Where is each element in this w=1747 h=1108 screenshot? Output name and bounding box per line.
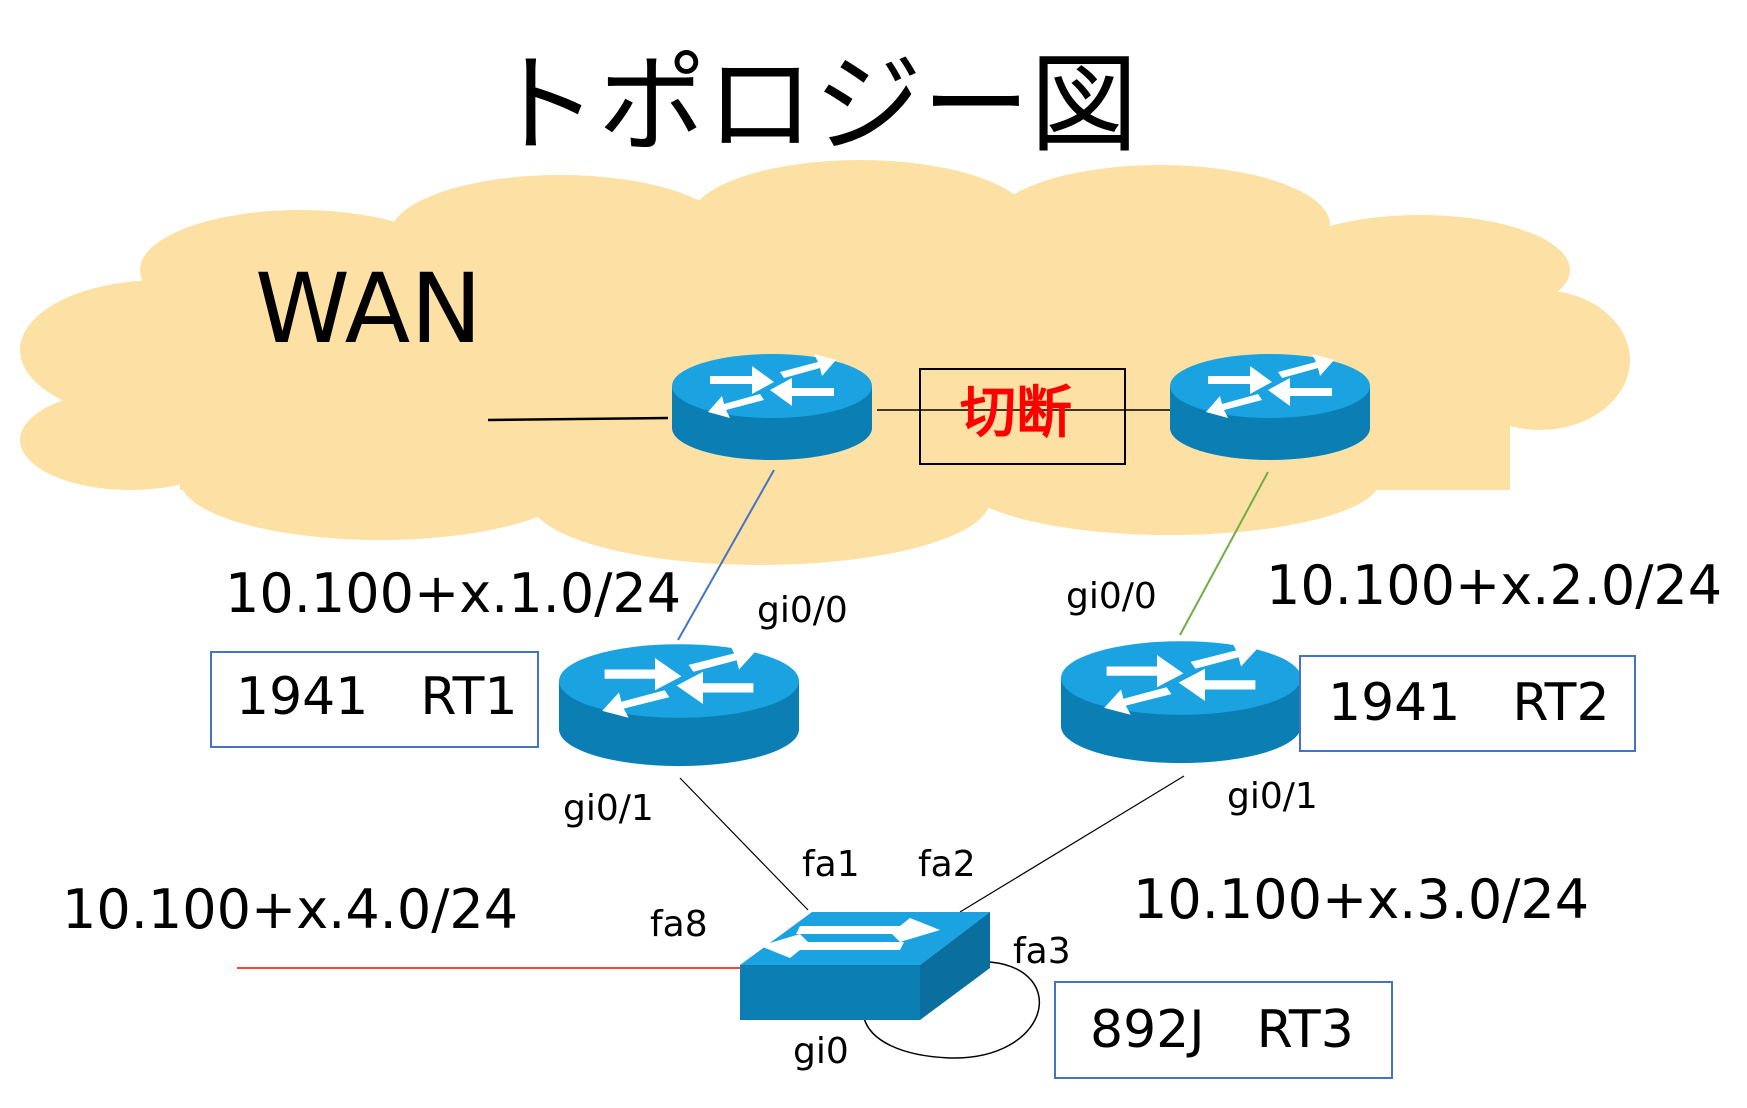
link-rt2-wan	[1179, 471, 1269, 636]
switch-rt3	[740, 912, 990, 1020]
subnet-label-1: 10.100+x.1.0/24	[225, 562, 681, 625]
link-rt1-wan	[677, 469, 775, 641]
link-rt1-switch	[679, 777, 809, 911]
page-title: トポロジー図	[490, 43, 1138, 168]
cut-box	[919, 368, 1126, 465]
device-label-rt1-box: 1941 RT1	[210, 651, 539, 748]
device-label-rt3: 892J RT3	[1090, 1000, 1354, 1060]
port-sw-fa2: fa2	[918, 844, 976, 885]
router-rt2	[1061, 641, 1301, 764]
device-label-rt1: 1941 RT1	[236, 667, 518, 727]
port-sw-fa8: fa8	[650, 904, 708, 945]
wan-router-left	[672, 354, 872, 460]
device-label-rt3-box: 892J RT3	[1054, 981, 1393, 1079]
port-sw-gi0: gi0	[793, 1031, 849, 1072]
router-rt1	[559, 644, 799, 767]
wan-label: WAN	[255, 253, 482, 365]
port-rt1-gi01: gi0/1	[563, 788, 654, 829]
port-rt2-gi00: gi0/0	[1066, 576, 1157, 617]
cut-label: 切断	[960, 381, 1072, 446]
device-label-rt2: 1941 RT2	[1328, 673, 1610, 733]
port-sw-fa3: fa3	[1013, 931, 1071, 972]
port-sw-fa1: fa1	[802, 844, 860, 885]
link-fa3-gi0-loop	[863, 961, 1041, 1059]
subnet-label-2: 10.100+x.2.0/24	[1266, 554, 1722, 617]
wan-uplink-line	[487, 416, 669, 422]
device-label-rt2-box: 1941 RT2	[1299, 655, 1636, 752]
link-rt2-switch	[959, 775, 1185, 913]
port-rt1-gi00: gi0/0	[757, 590, 848, 631]
port-rt2-gi01: gi0/1	[1227, 776, 1318, 817]
subnet-label-3: 10.100+x.3.0/24	[1133, 868, 1589, 931]
wan-router-right	[1170, 354, 1370, 460]
subnet-label-4: 10.100+x.4.0/24	[62, 878, 518, 941]
